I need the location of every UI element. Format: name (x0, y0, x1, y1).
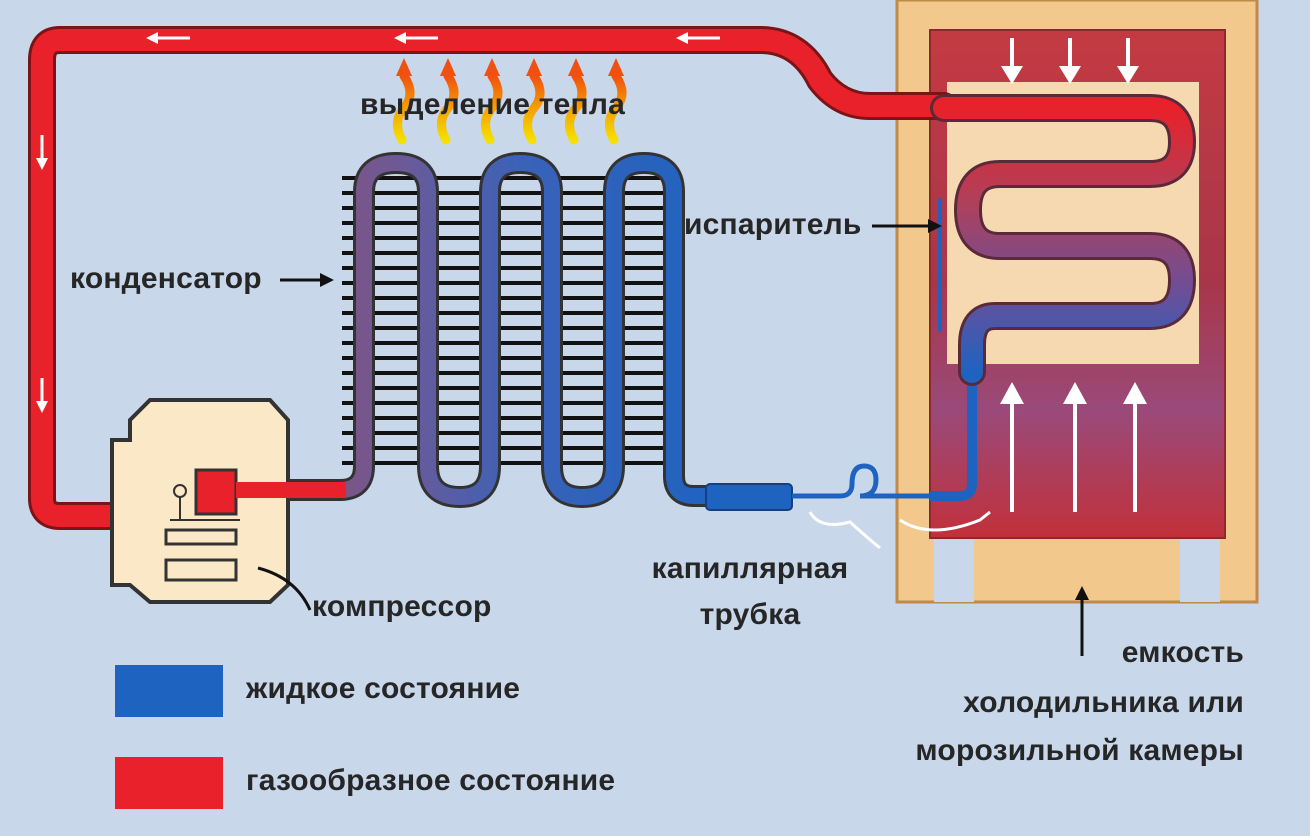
legend-swatch-liquid (115, 665, 223, 717)
legend-label-liquid: жидкое состояние (246, 672, 521, 705)
label-condenser: конденсатор (70, 262, 262, 295)
legend-swatches (115, 665, 223, 809)
label-evaporator: испаритель (684, 208, 862, 241)
label-container-line3: морозильной камеры (915, 734, 1244, 767)
label-capillary-line1: капиллярная (651, 552, 849, 585)
capillary-tube (705, 370, 991, 550)
heat-release-arrows (393, 71, 627, 145)
condenser-fins (342, 176, 676, 465)
label-container-line2: холодильника или (963, 686, 1244, 719)
label-container-line1: емкость (1121, 636, 1244, 669)
warm-air-up-arrows (1000, 382, 1147, 512)
label-heat-release: выделение тепла (360, 88, 625, 121)
legend-swatch-gas (115, 757, 223, 809)
compressor (110, 398, 346, 604)
gas-return-pipe (28, 26, 958, 530)
cold-air-down-arrows (1001, 38, 1139, 84)
evaporator-coil (930, 94, 1196, 386)
label-compressor: компрессор (312, 590, 492, 623)
legend-label-gas: газообразное состояние (246, 764, 616, 797)
label-capillary-line2: трубка (699, 598, 801, 631)
condenser-coil (229, 152, 723, 508)
heat-arrowheads (396, 58, 624, 76)
flow-arrows-return (36, 32, 720, 413)
label-pointers (257, 219, 1089, 656)
